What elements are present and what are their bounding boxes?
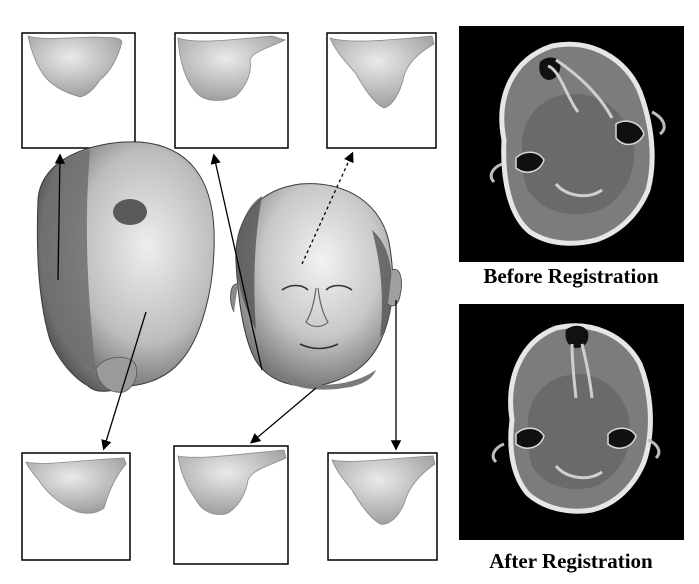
patch-thumbnail-top-left [22,33,135,148]
ct-slice-before-registration [459,26,684,262]
face-surface-model [231,184,402,390]
patch-thumbnail-top-center [175,33,288,148]
patch-thumbnail-top-right [327,33,436,148]
patch-thumbnail-bottom-right [328,453,437,560]
ct-slice-after-registration [459,304,684,540]
skull-surface-model [37,142,214,392]
arrow-bottom-center [252,388,316,442]
patch-thumbnail-bottom-center [174,446,288,564]
patch-thumbnail-bottom-left [22,453,130,560]
caption-after-registration: After Registration [459,549,683,574]
caption-before-registration: Before Registration [459,264,683,289]
